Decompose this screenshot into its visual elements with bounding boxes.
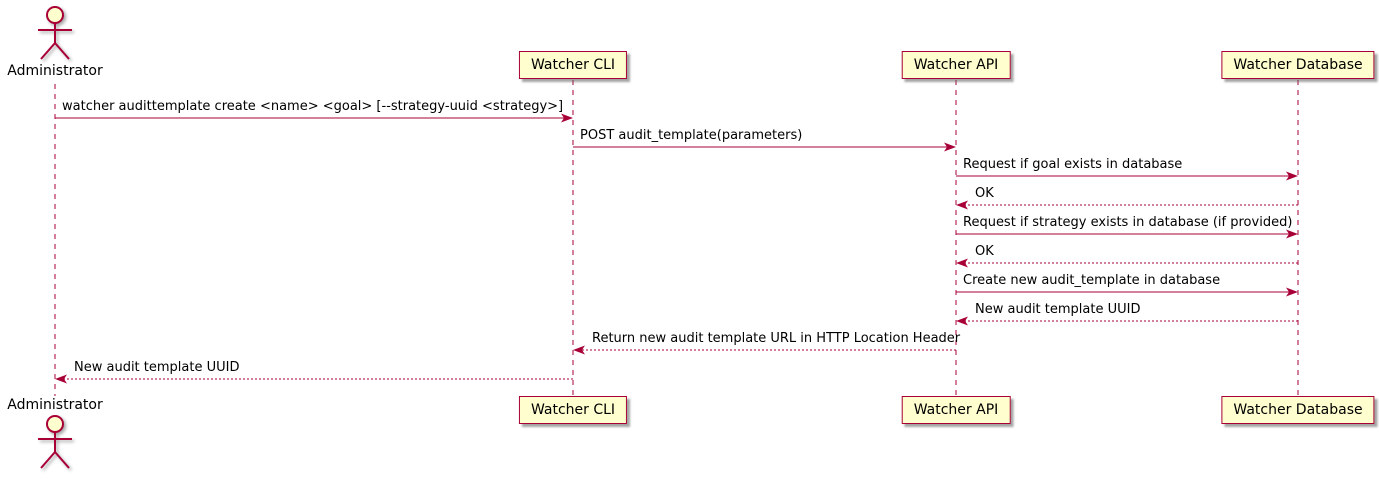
actor-icon-top-administrator [38, 6, 72, 60]
actor-right-leg [54, 42, 70, 60]
actor-left-leg [40, 451, 56, 469]
actor-head [46, 6, 64, 24]
message-arrowhead-0 [561, 113, 573, 123]
actor-icon-bottom-administrator [38, 415, 72, 469]
message-label-6: Create new audit_template in database [963, 273, 1221, 288]
message-arrowhead-5 [956, 258, 968, 268]
actor-head [46, 415, 64, 433]
message-arrowhead-3 [956, 200, 968, 210]
message-label-2: Request if goal exists in database [963, 157, 1183, 172]
actor-label-top-administrator: Administrator [7, 63, 103, 79]
message-label-8: Return new audit template URL in HTTP Lo… [592, 331, 961, 346]
participant-box-top-watcher-database: Watcher Database [1221, 51, 1375, 79]
message-arrowhead-9 [55, 374, 67, 384]
actor-label-bottom-administrator: Administrator [7, 397, 103, 413]
message-label-0: watcher audittemplate create <name> <goa… [62, 99, 564, 114]
message-label-1: POST audit_template(parameters) [580, 128, 803, 143]
participant-box-bottom-watcher-api: Watcher API [901, 396, 1011, 424]
message-arrowhead-7 [956, 316, 968, 326]
message-arrowhead-4 [1286, 229, 1298, 239]
message-arrowhead-6 [1286, 287, 1298, 297]
message-arrowhead-1 [944, 142, 956, 152]
message-label-5: OK [975, 244, 994, 259]
message-label-4: Request if strategy exists in database (… [963, 215, 1293, 230]
message-arrowhead-2 [1286, 171, 1298, 181]
message-label-7: New audit template UUID [975, 302, 1141, 317]
participant-box-top-watcher-api: Watcher API [901, 51, 1011, 79]
message-label-9: New audit template UUID [74, 360, 240, 375]
actor-left-leg [40, 42, 56, 60]
message-arrowhead-8 [573, 345, 585, 355]
message-label-3: OK [975, 186, 994, 201]
participant-box-bottom-watcher-database: Watcher Database [1221, 396, 1375, 424]
participant-box-top-watcher-cli: Watcher CLI [518, 51, 628, 79]
participant-box-bottom-watcher-cli: Watcher CLI [518, 396, 628, 424]
actor-right-leg [54, 451, 70, 469]
